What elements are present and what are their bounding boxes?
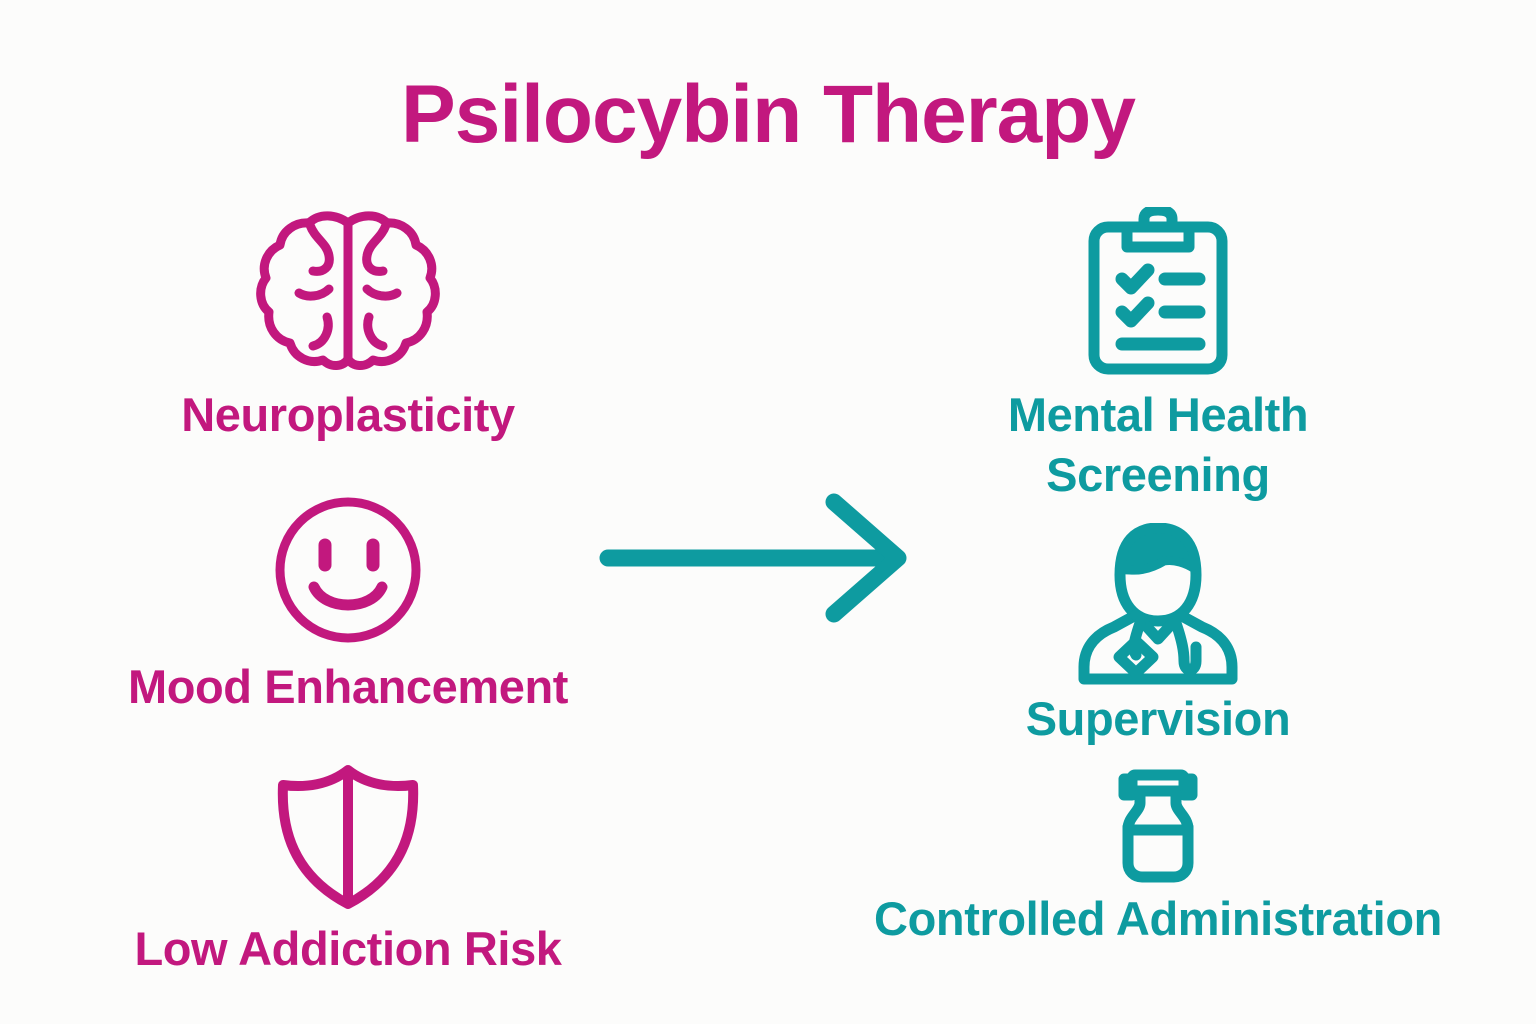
protocol-item-mental-health-screening: Mental Health Screening <box>848 205 1468 505</box>
benefit-item-low-addiction-risk: Low Addiction Risk <box>38 717 658 979</box>
page-title: Psilocybin Therapy <box>401 69 1136 160</box>
protocol-item-supervision: Supervision <box>848 505 1468 749</box>
smiley-face-icon <box>273 493 423 645</box>
protocol-label-controlled-administration: Controlled Administration <box>874 892 1442 946</box>
clipboard-checklist-icon <box>1086 205 1230 377</box>
benefits-column: Neuroplasticity Mood Enhancement <box>38 205 658 979</box>
protocol-label-supervision: Supervision <box>1025 692 1291 746</box>
benefit-label-mood-enhancement: Mood Enhancement <box>127 660 569 714</box>
shield-icon <box>273 761 423 911</box>
protocol-item-controlled-administration: Controlled Administration <box>848 749 1468 949</box>
arrow-right-icon <box>594 488 924 640</box>
protocol-column: Mental Health Screening <box>848 205 1468 950</box>
benefit-item-neuroplasticity: Neuroplasticity <box>38 205 658 445</box>
benefit-label-low-addiction-risk: Low Addiction Risk <box>134 922 562 976</box>
protocol-label-mental-health-screening: Mental Health Screening <box>1007 388 1309 502</box>
medicine-vial-icon <box>1110 765 1206 883</box>
benefit-item-mood-enhancement: Mood Enhancement <box>38 445 658 717</box>
doctor-icon <box>1074 517 1242 685</box>
brain-icon <box>255 205 441 375</box>
benefit-label-neuroplasticity: Neuroplasticity <box>181 388 515 441</box>
